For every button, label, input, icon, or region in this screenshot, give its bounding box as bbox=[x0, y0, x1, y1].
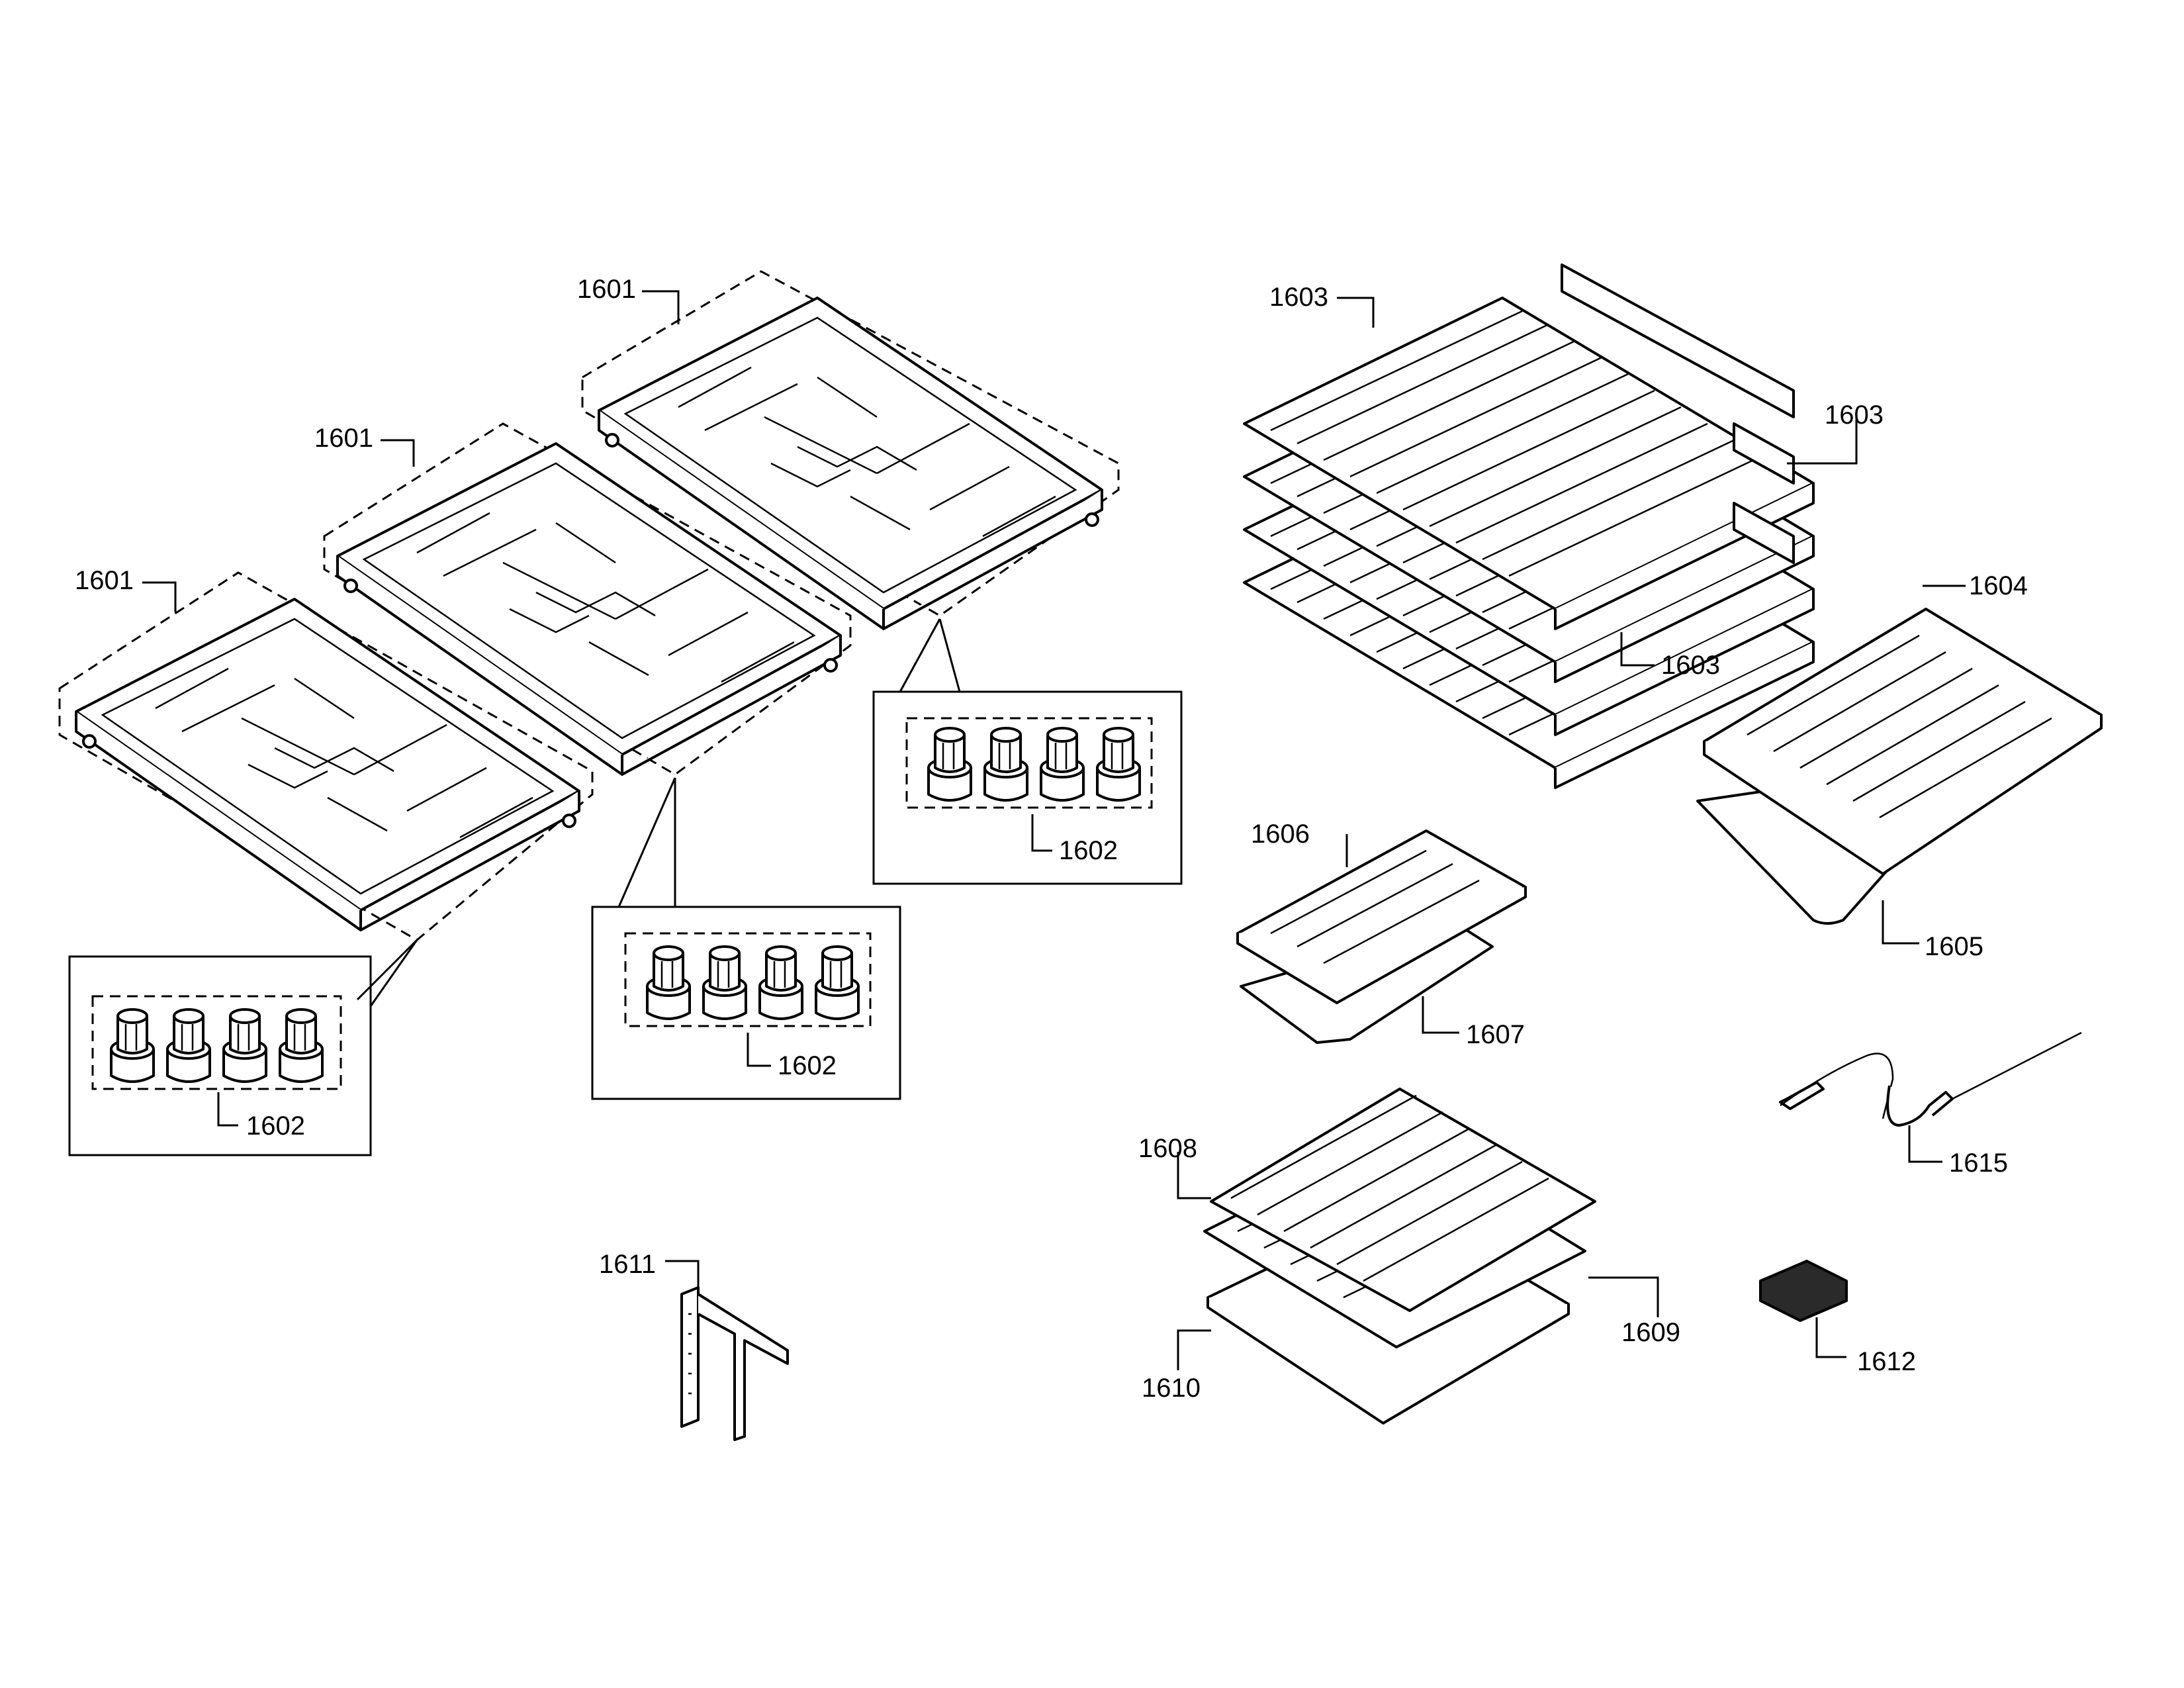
grate-1601-right bbox=[581, 270, 1120, 630]
callout-1608: 1608 bbox=[1138, 1134, 1197, 1163]
callout-1601-right: 1601 bbox=[577, 275, 636, 304]
callout-1602-center: 1602 bbox=[778, 1051, 837, 1080]
callout-1601-left: 1601 bbox=[75, 566, 134, 595]
callout-1602-right: 1602 bbox=[1059, 836, 1118, 865]
oven-racks-1603 bbox=[1243, 263, 1815, 789]
bracket-1611 bbox=[680, 1286, 789, 1441]
callout-1611: 1611 bbox=[599, 1250, 656, 1279]
cleaning-sponge-1612 bbox=[1759, 1260, 1848, 1322]
callout-1610: 1610 bbox=[1142, 1374, 1201, 1403]
callout-1607: 1607 bbox=[1466, 1020, 1525, 1049]
callout-1606: 1606 bbox=[1251, 820, 1310, 849]
callout-1615: 1615 bbox=[1949, 1149, 2008, 1178]
leader-lines bbox=[142, 290, 1966, 1370]
callout-1601-center: 1601 bbox=[314, 424, 373, 453]
callout-1602-left: 1602 bbox=[246, 1111, 305, 1141]
caps-box-left bbox=[68, 939, 418, 1156]
roasting-pan-1606-1607 bbox=[1236, 829, 1527, 1044]
broiler-pan-1604-1605 bbox=[1696, 608, 2103, 925]
grate-1601-left bbox=[58, 571, 594, 941]
callout-1603-top: 1603 bbox=[1269, 283, 1328, 312]
callout-1604: 1604 bbox=[1969, 571, 2028, 600]
rack-and-pans-1608-1609-1610 bbox=[1203, 1088, 1596, 1425]
callout-1603-bottom: 1603 bbox=[1661, 651, 1720, 680]
grate-1601-center bbox=[323, 422, 852, 776]
callout-1603-right: 1603 bbox=[1825, 400, 1884, 430]
caps-box-center bbox=[591, 777, 901, 1100]
callout-1609: 1609 bbox=[1621, 1318, 1680, 1347]
caps-box-right bbox=[872, 618, 1183, 885]
callout-1612: 1612 bbox=[1857, 1347, 1916, 1376]
meat-probe-1615 bbox=[1779, 1031, 2082, 1127]
callout-1605: 1605 bbox=[1925, 932, 1983, 961]
